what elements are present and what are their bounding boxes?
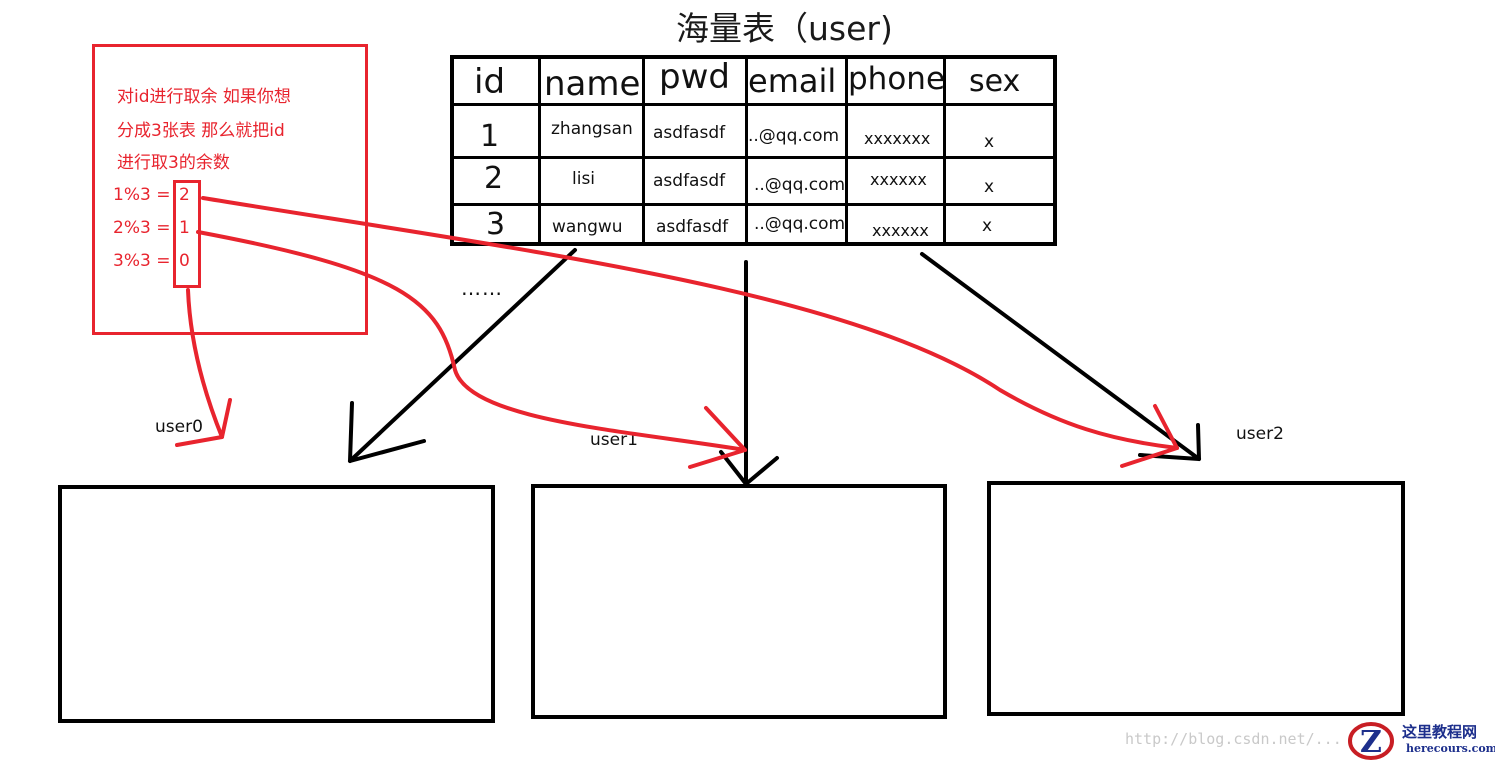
svg-text:Z: Z — [1360, 725, 1382, 760]
header-email: email — [748, 62, 837, 100]
table-row-divider — [454, 203, 1053, 206]
table-col-divider — [538, 59, 541, 242]
cell-phone: xxxxxx — [872, 221, 929, 240]
cell-name: wangwu — [552, 217, 623, 237]
red-arrowhead-user1 — [688, 406, 747, 469]
calc-result: 0 — [179, 251, 190, 271]
cell-phone: xxxxxx — [870, 170, 927, 189]
cell-id: 2 — [484, 161, 504, 196]
cell-sex: x — [984, 132, 995, 152]
diagram-title: 海量表（user) — [676, 9, 893, 48]
user-table: id name pwd email phone sex 1 zhangsan a… — [450, 55, 1057, 246]
cell-email: ..@qq.com — [754, 214, 846, 234]
calc-expression: 2%3 = — [113, 218, 171, 238]
table-row-divider — [454, 156, 1053, 159]
cell-id: 3 — [486, 207, 506, 242]
black-arrow-to-user2 — [920, 252, 1201, 461]
table-col-divider — [745, 59, 748, 242]
note-line: 进行取3的余数 — [117, 153, 230, 173]
black-arrowhead-user1 — [719, 450, 779, 486]
calc-result: 1 — [179, 218, 190, 238]
table-col-divider — [943, 59, 946, 242]
cell-pwd: asdfasdf — [653, 171, 726, 191]
shard-box-user0 — [58, 485, 495, 723]
table-row-divider — [454, 103, 1053, 106]
cell-name: zhangsan — [551, 119, 633, 139]
table-col-divider — [845, 59, 848, 242]
logo-text-en: herecours.com — [1406, 742, 1495, 755]
cell-email: ..@qq.com — [754, 175, 846, 195]
shard-box-user1 — [531, 484, 947, 719]
header-pwd: pwd — [659, 57, 730, 97]
header-id: id — [474, 62, 506, 102]
note-line: 分成3张表 那么就把id — [117, 121, 285, 141]
result-highlight-box — [173, 180, 201, 288]
table-col-divider — [642, 59, 645, 242]
cell-sex: x — [984, 177, 995, 197]
logo-z-icon: Z — [1348, 722, 1394, 760]
shard-label-user0: user0 — [155, 417, 203, 437]
cell-email: ..@qq.com — [748, 126, 840, 146]
logo-text-cn: 这里教程网 — [1402, 723, 1478, 741]
site-logo: Z 这里教程网 herecours.com — [1348, 720, 1495, 761]
shard-label-user2: user2 — [1236, 424, 1284, 444]
shard-label-user1: user1 — [590, 430, 638, 450]
header-sex: sex — [969, 64, 1021, 99]
header-name: name — [544, 64, 641, 104]
calc-result: 2 — [179, 185, 190, 205]
red-arrowhead-user2 — [1120, 404, 1179, 468]
cell-pwd: asdfasdf — [653, 123, 726, 143]
watermark-url: http://blog.csdn.net/... — [1125, 730, 1342, 748]
cell-pwd: asdfasdf — [656, 217, 729, 237]
note-line: 对id进行取余 如果你想 — [117, 87, 291, 107]
cell-sex: x — [982, 216, 993, 236]
calc-expression: 3%3 = — [113, 251, 171, 271]
black-arrowhead-user2 — [1138, 423, 1201, 461]
shard-box-user2 — [987, 481, 1405, 716]
header-phone: phone — [848, 61, 946, 97]
calc-expression: 1%3 = — [113, 185, 171, 205]
cell-name: lisi — [572, 169, 596, 189]
black-arrowhead-user0 — [348, 401, 426, 463]
cell-id: 1 — [480, 119, 500, 154]
table-more-rows: …… — [461, 276, 503, 300]
cell-phone: xxxxxxx — [864, 129, 931, 148]
